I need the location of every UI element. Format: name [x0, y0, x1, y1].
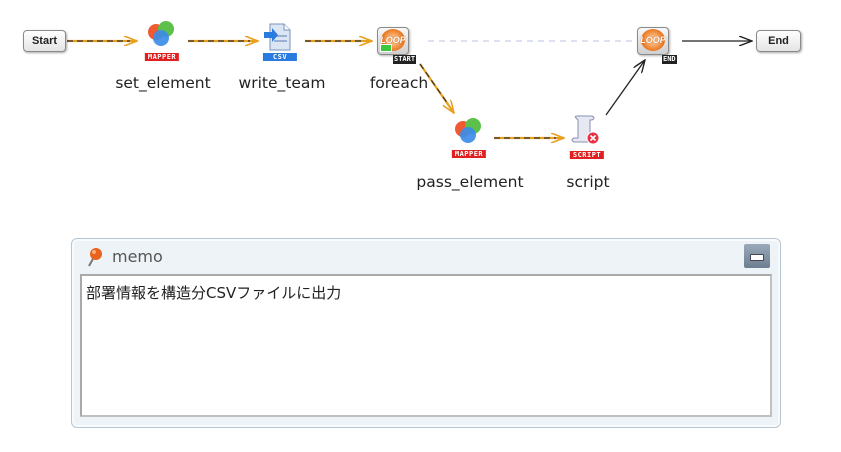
loop-start-tag: START [393, 55, 417, 64]
script-scroll-icon[interactable] [571, 115, 600, 145]
loop-gear-icon [641, 29, 665, 51]
start-node[interactable]: Start [23, 30, 66, 52]
mapper-badge: MAPPER [451, 150, 487, 158]
loop-end-node[interactable]: LOOP [637, 27, 669, 55]
loop-end-tag: END [662, 55, 677, 64]
node-label-write-team: write_team [238, 74, 326, 92]
edge-script-loop-end[interactable] [605, 60, 645, 116]
pushpin-icon [88, 248, 102, 267]
loop-icon-text: LOOP [380, 35, 406, 45]
node-label-set-element: set_element [115, 74, 211, 92]
node-label-pass-element: pass_element [416, 173, 524, 191]
minimize-button[interactable] [744, 244, 770, 268]
csv-badge: CSV [262, 53, 298, 61]
mapper-icon[interactable] [148, 21, 174, 46]
loop-start-node[interactable]: LOOP [377, 27, 409, 55]
mapper-icon[interactable] [455, 118, 481, 143]
end-node[interactable]: End [756, 30, 801, 52]
loop-start-indicator-icon [380, 44, 392, 52]
mapper-badge: MAPPER [144, 53, 180, 61]
loop-icon-text: LOOP [640, 35, 666, 45]
memo-panel: memo 部署情報を構造分CSVファイルに出力 [71, 238, 781, 428]
memo-header[interactable]: memo [72, 239, 780, 273]
csv-file-icon[interactable] [264, 23, 291, 51]
memo-textarea[interactable]: 部署情報を構造分CSVファイルに出力 [80, 274, 772, 417]
memo-title: memo [112, 247, 163, 266]
script-badge: SCRIPT [569, 151, 605, 159]
node-label-script: script [566, 173, 610, 191]
node-label-foreach: foreach [369, 74, 429, 92]
edge-foreach-pass-element[interactable] [419, 63, 454, 113]
